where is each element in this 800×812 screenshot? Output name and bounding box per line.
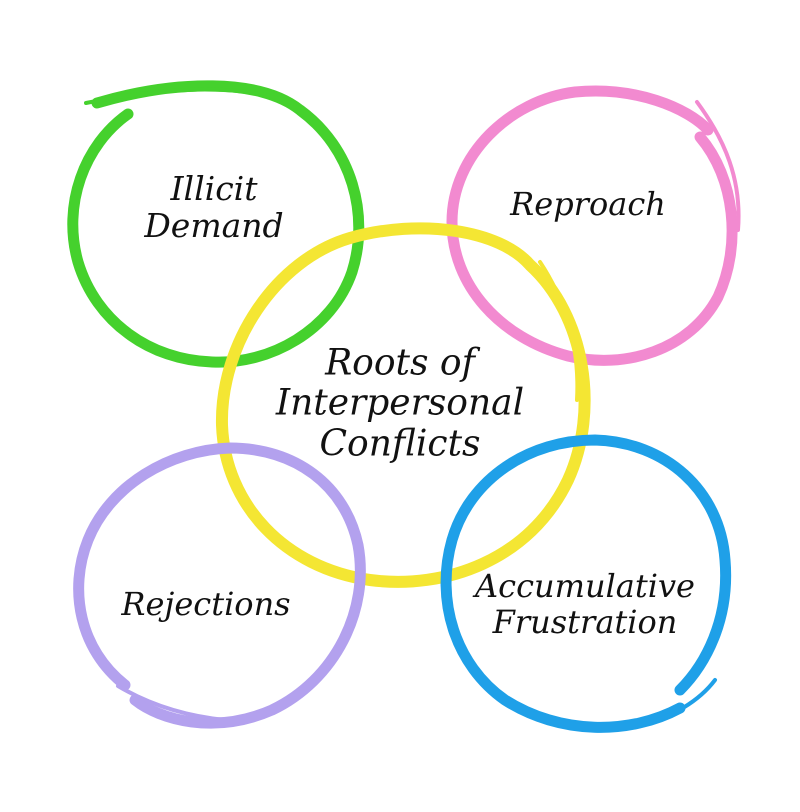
center-label-line-2: Interpersonal	[275, 382, 525, 424]
label-rejections: Rejections	[121, 585, 291, 624]
ring-center	[215, 222, 591, 588]
ring-reproach	[446, 85, 741, 366]
center-label-line-3: Conflicts	[319, 423, 481, 465]
illicit-demand-line-1: Illicit	[170, 169, 258, 209]
ring-accumulative-frustration	[440, 434, 732, 733]
ring-rejections	[73, 442, 366, 729]
center-label-line-1: Roots of	[325, 342, 475, 384]
ring-illicit-demand	[67, 80, 365, 368]
label-reproach: Reproach	[510, 185, 666, 224]
accumulative-frustration-line-2: Frustration	[492, 603, 678, 641]
label-accumulative-frustration: Accumulative Frustration	[475, 567, 695, 641]
illicit-demand-line-2: Demand	[144, 206, 284, 245]
label-illicit-demand: Illicit Demand	[144, 169, 284, 245]
accumulative-frustration-line-1: Accumulative	[475, 567, 695, 606]
reproach-line-1: Reproach	[510, 185, 666, 224]
label-roots-of-interpersonal-conflicts: Roots of Interpersonal Conflicts	[275, 342, 525, 465]
rejections-line-1: Rejections	[121, 585, 291, 624]
